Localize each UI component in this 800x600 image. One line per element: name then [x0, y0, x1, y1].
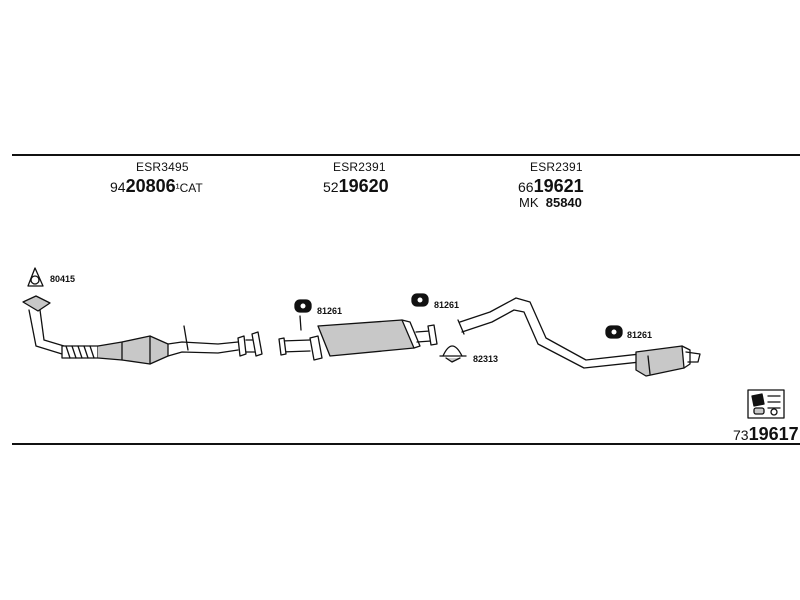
- hanger-3-icon[interactable]: [605, 325, 623, 339]
- mounting-kit-label: MK: [519, 195, 539, 210]
- part-ref-footer-number: 19617: [748, 424, 799, 444]
- bottom-divider: [12, 443, 800, 445]
- esr-label-center: ESR2391: [333, 160, 386, 174]
- top-divider: [12, 154, 800, 156]
- part-ref-footer-prefix: 73: [733, 427, 749, 443]
- downpipe[interactable]: [22, 295, 65, 355]
- part-ref-front-number: 20806: [125, 176, 176, 196]
- mounting-kit-icon[interactable]: [747, 389, 785, 419]
- center-muffler[interactable]: [278, 319, 438, 361]
- part-label-clamp: 82313: [473, 354, 499, 364]
- clamp-icon[interactable]: [439, 345, 467, 363]
- esr-label-front: ESR3495: [136, 160, 189, 174]
- part-label-hanger-1: 81261: [317, 306, 343, 316]
- hanger-1-icon[interactable]: [294, 299, 312, 331]
- esr-label-rear: ESR2391: [530, 160, 583, 174]
- part-ref-front-prefix: 94: [110, 179, 126, 195]
- part-ref-front[interactable]: 9420806¹CAT: [110, 177, 203, 196]
- rear-pipe[interactable]: [457, 297, 641, 369]
- part-ref-front-suffix: ¹CAT: [175, 181, 203, 195]
- part-ref-center-number: 19620: [338, 176, 389, 196]
- mounting-kit-number: 85840: [545, 195, 582, 210]
- part-ref-footer[interactable]: 7319617: [733, 425, 799, 444]
- part-ref-rear[interactable]: 6619621: [518, 177, 584, 196]
- part-ref-center[interactable]: 5219620: [323, 177, 389, 196]
- part-label-hanger-2: 81261: [434, 300, 460, 310]
- part-ref-rear-number: 19621: [533, 176, 584, 196]
- part-ref-rear-prefix: 66: [518, 179, 534, 195]
- part-label-mount-front: 80415: [50, 274, 76, 284]
- part-ref-center-prefix: 52: [323, 179, 339, 195]
- front-mount-icon[interactable]: [27, 267, 44, 287]
- catalytic-converter[interactable]: [61, 325, 263, 365]
- hanger-2-icon[interactable]: [411, 293, 429, 307]
- mounting-kit-ref[interactable]: MK 85840: [519, 195, 582, 210]
- rear-muffler[interactable]: [635, 345, 701, 377]
- part-label-hanger-3: 81261: [627, 330, 653, 340]
